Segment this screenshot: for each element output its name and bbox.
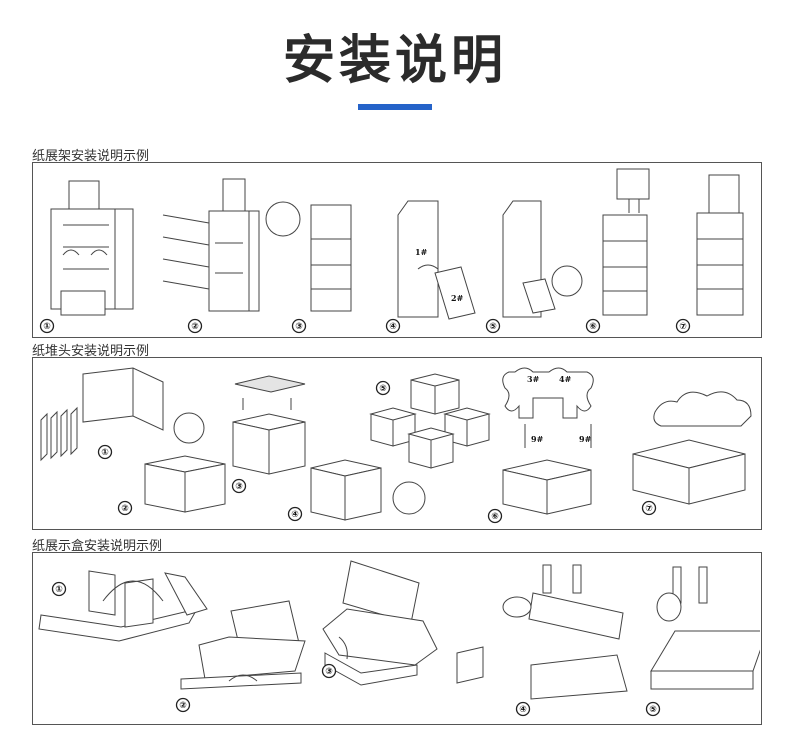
part-label-9-left: 9#: [531, 434, 544, 444]
svg-text:③: ③: [295, 322, 303, 332]
rack-step-number-5: ⑤: [485, 318, 501, 334]
part-label-2: 2#: [451, 293, 464, 303]
rack-step-3-figure: [265, 201, 352, 312]
box-step-5-figure: [650, 566, 760, 690]
pallet-step-2-figure: [144, 412, 226, 513]
rack-step-number-7: ⑦: [675, 318, 691, 334]
pallet-step-number-1: ①: [97, 444, 113, 460]
pallet-display-illustration: 3# 4# 9# 9# ① ② ③ ④ ⑤ ⑥ ⑦: [40, 367, 752, 524]
part-label-1: 1#: [415, 247, 428, 257]
svg-text:④: ④: [291, 510, 299, 520]
pallet-step-number-7: ⑦: [641, 500, 657, 516]
pallet-step-6-figure: 3# 4# 9# 9#: [502, 367, 594, 515]
svg-text:⑤: ⑤: [489, 322, 497, 332]
rack-step-7-figure: [696, 174, 744, 316]
section-label-pallet-display: 纸堆头安装说明示例: [32, 344, 150, 359]
pallet-step-number-6: ⑥: [487, 508, 503, 524]
rack-step-number-2: ②: [187, 318, 203, 334]
pallet-step-3-figure: [232, 375, 306, 475]
panel-pallet-display: 3# 4# 9# 9# ① ② ③ ④ ⑤ ⑥ ⑦: [32, 357, 762, 530]
svg-text:⑤: ⑤: [379, 384, 387, 394]
rack-step-1-figure: [50, 180, 134, 316]
box-step-1-figure: [38, 570, 208, 642]
svg-text:②: ②: [121, 504, 129, 514]
part-label-9-right: 9#: [579, 434, 592, 444]
rack-step-6-figure: [602, 168, 650, 316]
pallet-step-number-4: ④: [287, 506, 303, 522]
svg-text:⑦: ⑦: [645, 504, 653, 514]
pallet-step-number-2: ②: [117, 500, 133, 516]
rack-step-2-figure: [162, 178, 260, 312]
section-label-display-box: 纸展示盒安装说明示例: [32, 539, 163, 554]
svg-text:⑤: ⑤: [649, 705, 657, 715]
box-step-number-2: ②: [175, 697, 191, 713]
rack-step-number-3: ③: [291, 318, 307, 334]
pallet-step-1-figure: [40, 367, 164, 462]
svg-text:③: ③: [235, 482, 243, 492]
pallet-step-4-figure: [310, 459, 426, 521]
rack-step-number-6: ⑥: [585, 318, 601, 334]
svg-text:①: ①: [101, 448, 109, 458]
rack-step-4-figure: 1# 2#: [397, 200, 476, 320]
pallet-step-7-figure: [632, 391, 752, 505]
display-box-illustration: ① ② ③ ④ ⑤: [38, 560, 760, 717]
panel-display-box: ① ② ③ ④ ⑤: [32, 552, 762, 725]
svg-text:⑥: ⑥: [589, 322, 597, 332]
panel-display-rack: 1# 2# ① ② ③ ④ ⑤ ⑥: [32, 162, 762, 338]
box-step-number-4: ④: [515, 701, 531, 717]
part-label-4: 4#: [559, 374, 572, 384]
svg-text:③: ③: [325, 667, 333, 677]
box-step-number-5: ⑤: [645, 701, 661, 717]
part-label-3: 3#: [527, 374, 540, 384]
display-rack-illustration: 1# 2# ① ② ③ ④ ⑤ ⑥: [39, 168, 744, 334]
svg-text:④: ④: [519, 705, 527, 715]
rack-step-number-1: ①: [39, 318, 55, 334]
box-step-number-1: ①: [51, 581, 67, 597]
rack-step-5-figure: [502, 200, 583, 318]
box-step-4-figure: [456, 564, 628, 700]
svg-text:①: ①: [43, 322, 51, 332]
box-step-2-figure: [180, 600, 306, 690]
box-step-number-3: ③: [321, 663, 337, 679]
rack-step-number-4: ④: [385, 318, 401, 334]
pallet-step-5-figure: [369, 373, 491, 469]
title-underline: [358, 104, 432, 110]
box-step-3-figure: [322, 560, 438, 686]
page-title: 安装说明: [282, 31, 507, 91]
svg-text:②: ②: [191, 322, 199, 332]
svg-text:⑦: ⑦: [679, 322, 687, 332]
pallet-step-number-3: ③: [231, 478, 247, 494]
svg-text:⑥: ⑥: [491, 512, 499, 522]
section-label-display-rack: 纸展架安装说明示例: [32, 149, 150, 164]
pallet-step-number-5: ⑤: [375, 380, 391, 396]
svg-text:④: ④: [389, 322, 397, 332]
svg-text:②: ②: [179, 701, 187, 711]
svg-text:①: ①: [55, 585, 63, 595]
